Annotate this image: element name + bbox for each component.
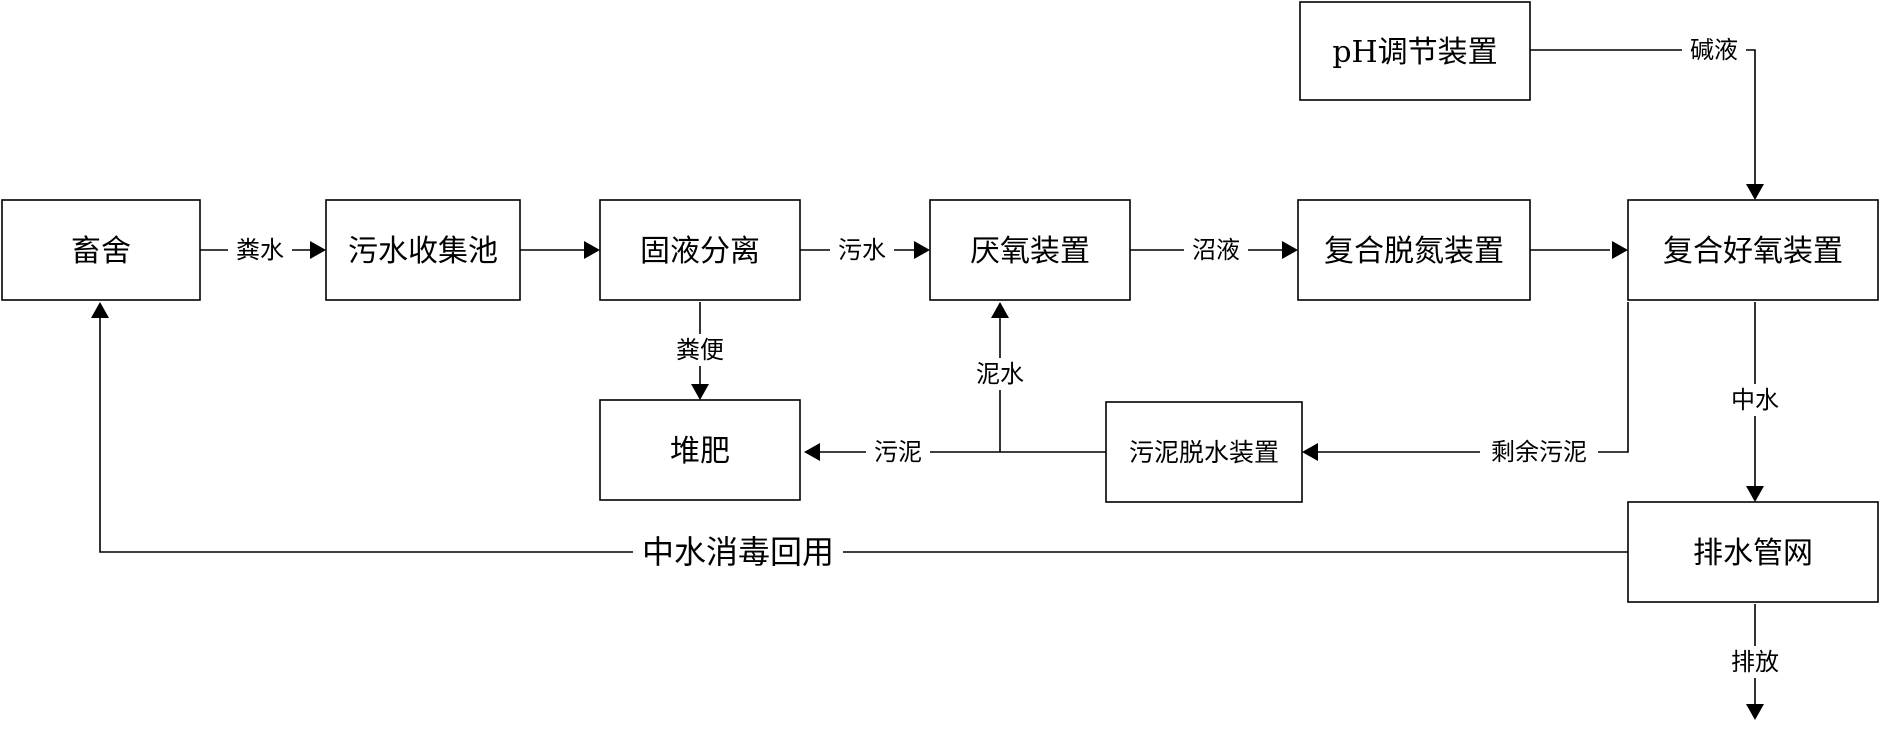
node-sludge-dewatering-label: 污泥脱水装置 xyxy=(1129,438,1279,467)
edge-ph-to-aerobic xyxy=(1530,49,1756,184)
arrowhead-to-anaerobic xyxy=(914,241,930,259)
arrowhead-discharge xyxy=(1746,704,1764,720)
node-solid-liquid-separation-label: 固液分离 xyxy=(640,234,760,269)
node-anaerobic-device: 厌氧装置 xyxy=(929,199,1131,301)
edge-label-reclaimed-reuse: 中水消毒回用 xyxy=(642,533,834,571)
arrowhead-to-compost-top xyxy=(691,384,709,400)
edge-label-mud-water: 泥水 xyxy=(976,360,1024,388)
node-compost: 堆肥 xyxy=(599,399,801,501)
node-sewage-collection-tank-label: 污水收集池 xyxy=(348,234,498,269)
node-compost-label: 堆肥 xyxy=(670,434,730,469)
arrowhead-to-drainage xyxy=(1746,486,1764,502)
arrowhead-to-denitrification xyxy=(1282,241,1298,259)
node-drainage-network: 排水管网 xyxy=(1627,501,1879,603)
edge-label-discharge: 排放 xyxy=(1731,648,1779,676)
arrowhead-reuse-to-livestock xyxy=(91,302,109,318)
edge-label-biogas-slurry: 沼液 xyxy=(1192,236,1240,264)
node-composite-denitrification-label: 复合脱氮装置 xyxy=(1324,234,1504,269)
arrowhead-alkali-to-aerobic xyxy=(1746,184,1764,200)
node-composite-denitrification: 复合脱氮装置 xyxy=(1297,199,1531,301)
edge-aerobic-to-dewatering xyxy=(1318,302,1629,453)
node-sewage-collection-tank: 污水收集池 xyxy=(325,199,521,301)
node-sludge-dewatering: 污泥脱水装置 xyxy=(1105,401,1303,503)
edge-drainage-to-livestock xyxy=(99,318,1628,553)
arrowhead-to-separation xyxy=(584,241,600,259)
edge-label-sludge: 污泥 xyxy=(874,438,922,466)
node-drainage-network-label: 排水管网 xyxy=(1693,536,1813,571)
edge-label-sewage: 污水 xyxy=(838,236,886,264)
node-ph-adjustment-label: pH调节装置 xyxy=(1332,35,1497,70)
edge-label-manure-water: 粪水 xyxy=(236,236,284,264)
node-solid-liquid-separation: 固液分离 xyxy=(599,199,801,301)
arrowhead-to-collection xyxy=(310,241,326,259)
node-composite-aerobic: 复合好氧装置 xyxy=(1627,199,1879,301)
node-anaerobic-device-label: 厌氧装置 xyxy=(970,234,1090,269)
arrowhead-mudwater-to-anaerobic xyxy=(991,302,1009,318)
edge-label-alkali: 碱液 xyxy=(1690,36,1738,64)
edge-label-excess-sludge: 剩余污泥 xyxy=(1491,438,1587,466)
edge-label-reclaimed-water: 中水 xyxy=(1731,386,1779,414)
node-livestock-house: 畜舍 xyxy=(1,199,201,301)
arrowhead-to-compost-side xyxy=(804,443,820,461)
node-livestock-house-label: 畜舍 xyxy=(71,234,131,269)
node-composite-aerobic-label: 复合好氧装置 xyxy=(1663,234,1843,269)
arrowhead-to-aerobic xyxy=(1612,241,1628,259)
arrowhead-to-dewatering xyxy=(1302,443,1318,461)
edge-label-manure: 粪便 xyxy=(676,336,724,364)
node-ph-adjustment: pH调节装置 xyxy=(1299,1,1531,101)
